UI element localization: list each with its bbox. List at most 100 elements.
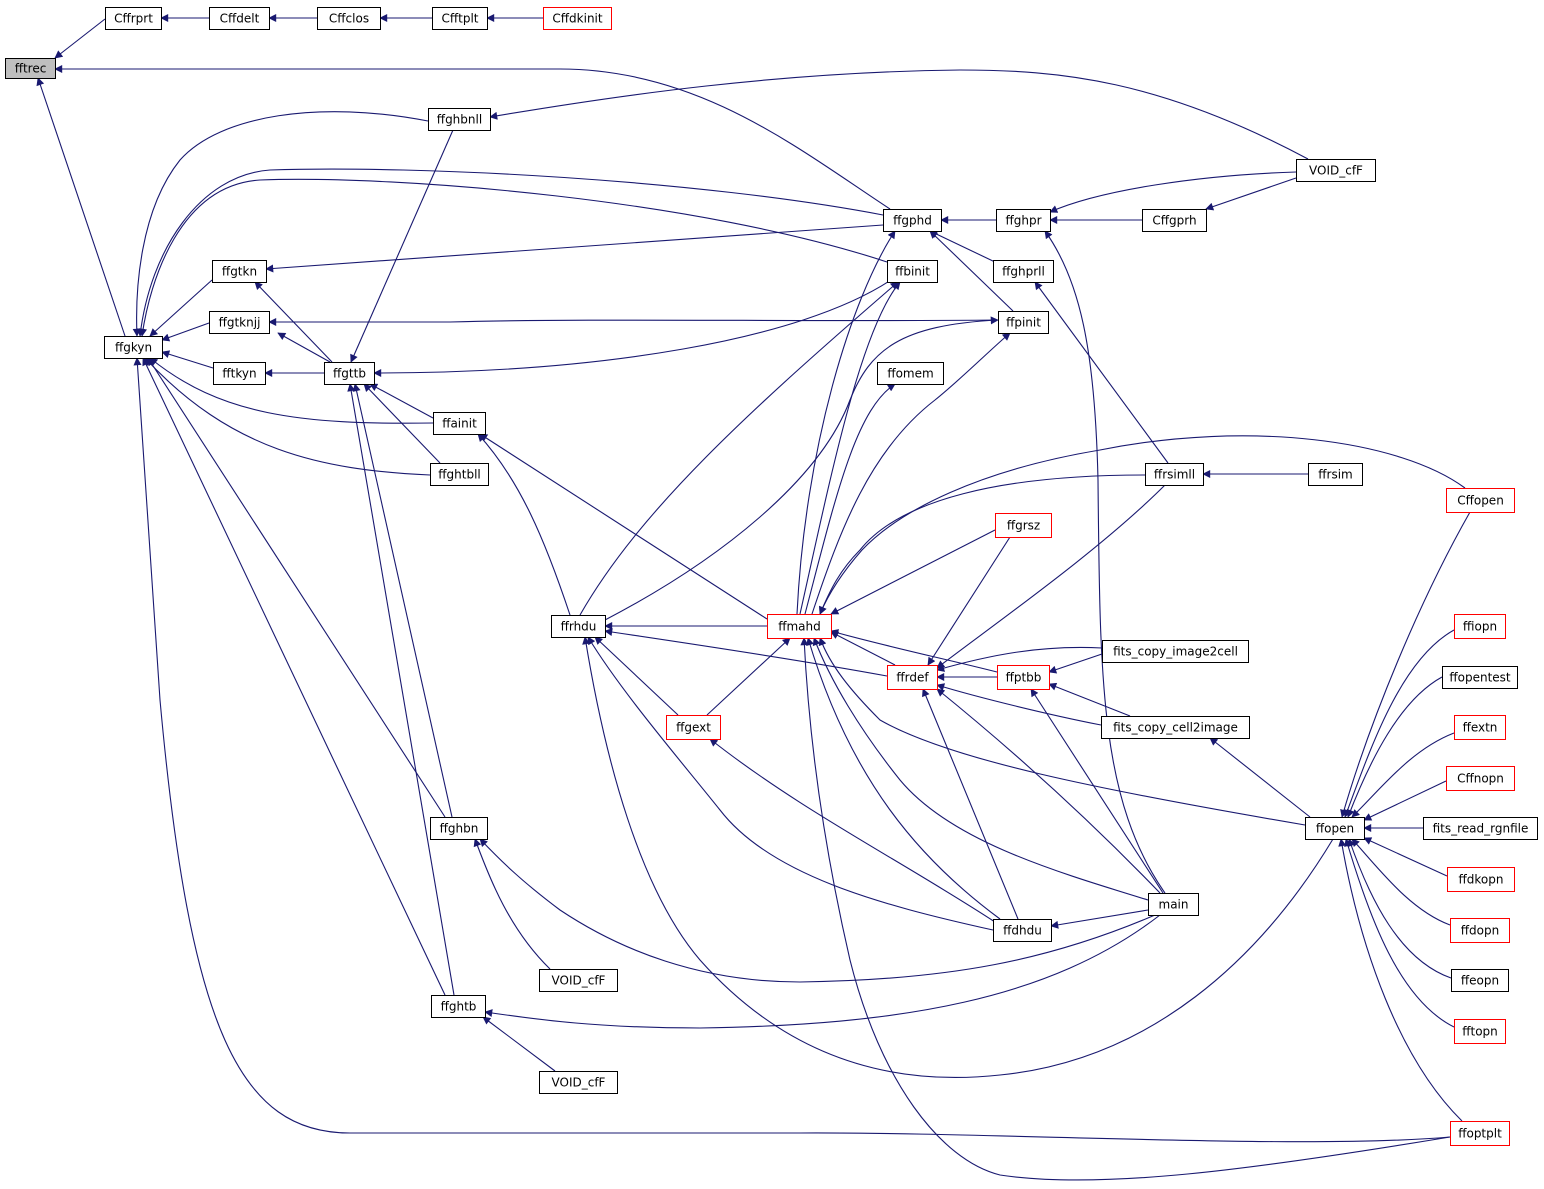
node-label: Cffopen (1457, 494, 1504, 508)
node-label: VOID_cfF (552, 1076, 606, 1090)
node-fftkyn[interactable]: fftkyn (213, 362, 266, 385)
edge-ffainit-to-ffgkyn (149, 357, 434, 424)
node-label: ffghpr (1005, 214, 1041, 228)
node-cffopen[interactable]: Cffopen (1446, 488, 1515, 513)
edge-void_cff_2-to-ffghbn (473, 838, 551, 970)
node-label: ffoptplt (1458, 1127, 1502, 1141)
node-ffgkyn[interactable]: ffgkyn (104, 336, 163, 359)
edge-ffgkyn-to-fftrec (36, 77, 126, 337)
node-ffghtb[interactable]: ffghtb (431, 995, 486, 1018)
node-label: ffgkyn (115, 341, 152, 355)
node-ffiopn[interactable]: ffiopn (1454, 614, 1506, 639)
node-ffgttb[interactable]: ffgttb (324, 362, 375, 385)
edge-ffgext-to-ffmahd (706, 637, 791, 716)
node-label: ffghtbll (438, 468, 480, 482)
edge-main-to-ffdhdu (1050, 909, 1149, 929)
node-ffeopn[interactable]: ffeopn (1451, 969, 1509, 992)
node-cffclos[interactable]: Cffclos (317, 7, 381, 30)
node-fftopn[interactable]: fftopn (1454, 1019, 1506, 1044)
node-label: ffrhdu (561, 620, 597, 634)
node-cfftplt[interactable]: Cfftplt (432, 7, 488, 30)
edge-ffgrsz-to-ffrdef (927, 536, 1011, 666)
node-label: ffghtb (441, 1000, 477, 1014)
edge-ffoptplt-to-ffmahd (800, 637, 1451, 1181)
node-void-cff-3[interactable]: VOID_cfF (539, 1071, 618, 1094)
node-ffopentest[interactable]: ffopentest (1442, 666, 1518, 689)
node-label: ffptbb (1006, 671, 1042, 685)
node-label: ffgphd (893, 214, 932, 228)
node-cffdkinit[interactable]: Cffdkinit (543, 7, 612, 30)
node-fftrec[interactable]: fftrec (5, 58, 56, 79)
node-ffomem[interactable]: ffomem (877, 362, 944, 385)
node-ffainit[interactable]: ffainit (433, 412, 486, 435)
edge-ffdhdu-to-ffrhdu (587, 636, 994, 931)
edge-ffghtbll-to-ffgttb (363, 383, 441, 464)
node-ffrsimll[interactable]: ffrsimll (1145, 463, 1204, 486)
node-cffnopn[interactable]: Cffnopn (1446, 766, 1515, 791)
node-fits-copy-cell2image[interactable]: fits_copy_cell2image (1101, 716, 1250, 739)
node-label: ffeopn (1461, 974, 1499, 988)
node-ffrsim[interactable]: ffrsim (1308, 463, 1363, 486)
node-ffpinit[interactable]: ffpinit (998, 311, 1049, 334)
node-ffgext[interactable]: ffgext (666, 715, 721, 740)
node-label: Cffgprh (1152, 214, 1196, 228)
node-ffghbnll[interactable]: ffghbnll (428, 108, 491, 131)
node-ffoptplt[interactable]: ffoptplt (1450, 1121, 1510, 1146)
node-ffgtknjj[interactable]: ffgtknjj (209, 311, 270, 334)
node-ffmahd[interactable]: ffmahd (767, 614, 832, 639)
function-nodes: fftrec Cffrprt Cffdelt Cffclos Cfftplt Cffdki… (5, 7, 1538, 1146)
node-void-cff-1[interactable]: VOID_cfF (1296, 159, 1376, 182)
edge-void_cff_1-to-cffgprh (1205, 177, 1297, 211)
edge-ffgtkn-to-ffgkyn (149, 279, 213, 337)
node-label: ffiopn (1463, 620, 1497, 634)
node-ffdopn[interactable]: ffdopn (1450, 918, 1510, 943)
node-ffptbb[interactable]: ffptbb (997, 665, 1050, 690)
node-label: ffghbnll (437, 113, 482, 127)
node-label: ffdkopn (1459, 873, 1504, 887)
edge-ffdhdu-to-ffrdef (922, 688, 1019, 920)
node-cffrprt[interactable]: Cffrprt (105, 7, 162, 30)
node-fits-read-rgnfile[interactable]: fits_read_rgnfile (1423, 817, 1538, 840)
edge-void_cff_3-to-ffghtb (482, 1016, 556, 1072)
node-void-cff-2[interactable]: VOID_cfF (539, 969, 618, 992)
edge-ffopentest-to-ffopen (1346, 676, 1443, 818)
edge-fits_copy_cell2image-to-ffrdef (936, 683, 1102, 726)
edge-fits_copy_image2cell-to-ffptbb (1048, 653, 1103, 674)
node-ffghbn[interactable]: ffghbn (430, 817, 488, 840)
node-ffghpr[interactable]: ffghpr (996, 209, 1051, 232)
node-label: ffgrsz (1007, 519, 1040, 533)
node-cffgprh[interactable]: Cffgprh (1142, 209, 1207, 232)
edge-main-to-ffghbn (479, 838, 1156, 983)
node-ffextn[interactable]: ffextn (1454, 715, 1506, 740)
node-label: ffextn (1463, 721, 1498, 735)
node-label: ffgtkn (222, 265, 257, 279)
node-fits-copy-image2cell[interactable]: fits_copy_image2cell (1102, 640, 1249, 663)
node-label: ffdopn (1461, 924, 1499, 938)
edge-ffoptplt-to-ffopen (1338, 838, 1463, 1122)
node-label: fftkyn (222, 367, 256, 381)
node-ffghtbll[interactable]: ffghtbll (430, 463, 489, 486)
node-label: ffmahd (778, 620, 821, 634)
node-ffgphd[interactable]: ffgphd (883, 209, 942, 232)
node-ffdkopn[interactable]: ffdkopn (1447, 867, 1515, 892)
node-label: ffbinit (895, 265, 930, 279)
node-ffbinit[interactable]: ffbinit (887, 260, 938, 283)
node-ffgrsz[interactable]: ffgrsz (995, 513, 1052, 538)
node-ffrhdu[interactable]: ffrhdu (551, 615, 606, 638)
edge-void_cff_1-to-ffghbnll (489, 69, 1309, 160)
node-ffghprll[interactable]: ffghprll (993, 260, 1054, 283)
node-label: VOID_cfF (1309, 164, 1363, 178)
node-ffdhdu[interactable]: ffdhdu (993, 919, 1052, 942)
edge-ffghbn-to-ffgkyn (147, 357, 446, 818)
node-ffrdef[interactable]: ffrdef (887, 665, 938, 690)
node-ffgtkn[interactable]: ffgtkn (212, 260, 267, 283)
edge-ffmahd-to-ffpinit (811, 332, 1011, 615)
node-cffdelt[interactable]: Cffdelt (209, 7, 270, 30)
node-ffopen[interactable]: ffopen (1305, 817, 1365, 840)
node-label: ffdhdu (1003, 924, 1042, 938)
edge-ffrhdu-to-ffpinit (604, 316, 999, 621)
node-label: fits_copy_cell2image (1113, 721, 1238, 735)
edge-ffghtbll-to-ffgkyn (144, 357, 431, 476)
node-main[interactable]: main (1148, 893, 1199, 916)
edge-cffnopn-to-ffopen (1363, 780, 1447, 821)
